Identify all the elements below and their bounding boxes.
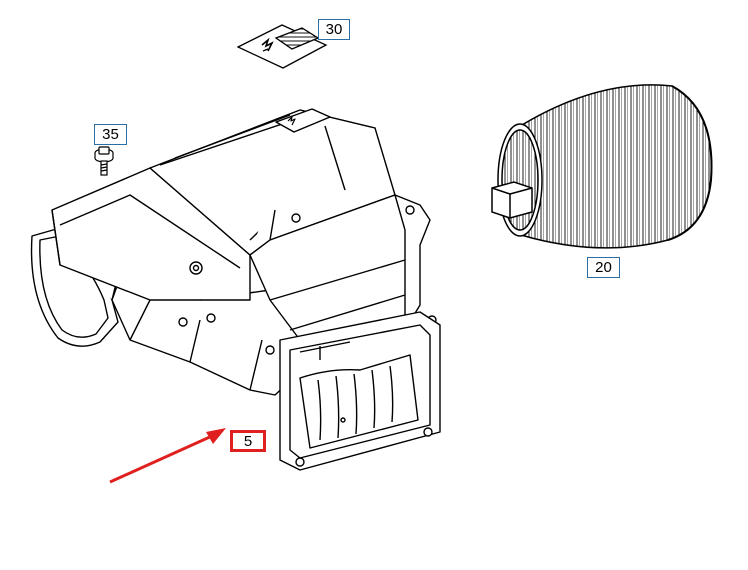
red-arrow-icon <box>109 428 226 484</box>
high-voltage-label-icon <box>236 24 328 69</box>
screw-icon <box>94 146 114 176</box>
air-filter-housing-icon <box>30 108 441 471</box>
filter-cartridge-icon <box>491 84 713 249</box>
callout-part-5: 5 <box>230 430 266 452</box>
callout-part-30: 30 <box>318 19 350 40</box>
callout-part-35: 35 <box>94 124 127 145</box>
callout-part-20: 20 <box>587 257 620 278</box>
